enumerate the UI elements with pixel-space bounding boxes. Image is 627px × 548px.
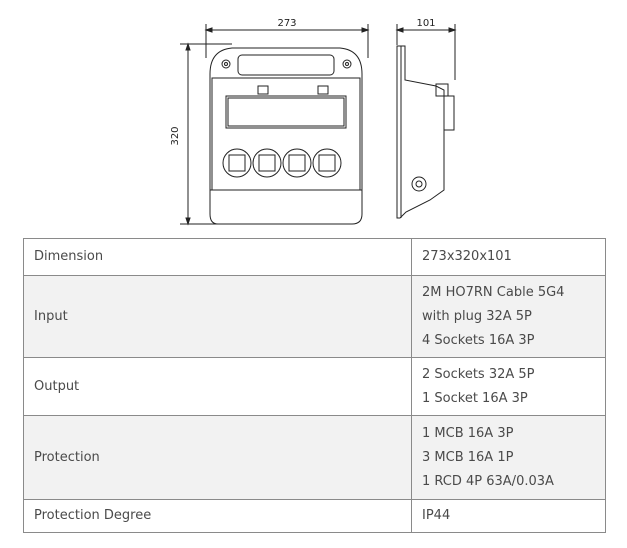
row-label: Input [23, 275, 412, 358]
row-value: IP44 [411, 499, 606, 533]
technical-drawing: 273 101 320 [170, 18, 457, 226]
socket-row [222, 148, 342, 178]
row-label: Protection Degree [23, 499, 412, 533]
row-label: Output [23, 357, 412, 416]
table-row: Protection Degree IP44 [23, 499, 606, 533]
front-view [209, 47, 363, 225]
table-row: Input 2M HO7RN Cable 5G4 with plug 32A 5… [23, 275, 606, 358]
width-label: 273 [277, 18, 296, 29]
row-value: 1 MCB 16A 3P 3 MCB 16A 1P 1 RCD 4P 63A/0… [411, 415, 606, 500]
table-row: Output 2 Sockets 32A 5P 1 Socket 16A 3P [23, 357, 606, 416]
row-value: 2M HO7RN Cable 5G4 with plug 32A 5P 4 So… [411, 275, 606, 358]
table-row: Protection 1 MCB 16A 3P 3 MCB 16A 1P 1 R… [23, 415, 606, 500]
row-label: Dimension [23, 238, 412, 276]
side-view [396, 45, 455, 219]
spec-table: Dimension 273x320x101 Input 2M HO7RN Cab… [23, 238, 606, 533]
table-row: Dimension 273x320x101 [23, 238, 606, 276]
row-label: Protection [23, 415, 412, 500]
height-label: 320 [170, 126, 181, 145]
row-value: 273x320x101 [411, 238, 606, 276]
depth-label: 101 [416, 18, 435, 29]
row-value: 2 Sockets 32A 5P 1 Socket 16A 3P [411, 357, 606, 416]
